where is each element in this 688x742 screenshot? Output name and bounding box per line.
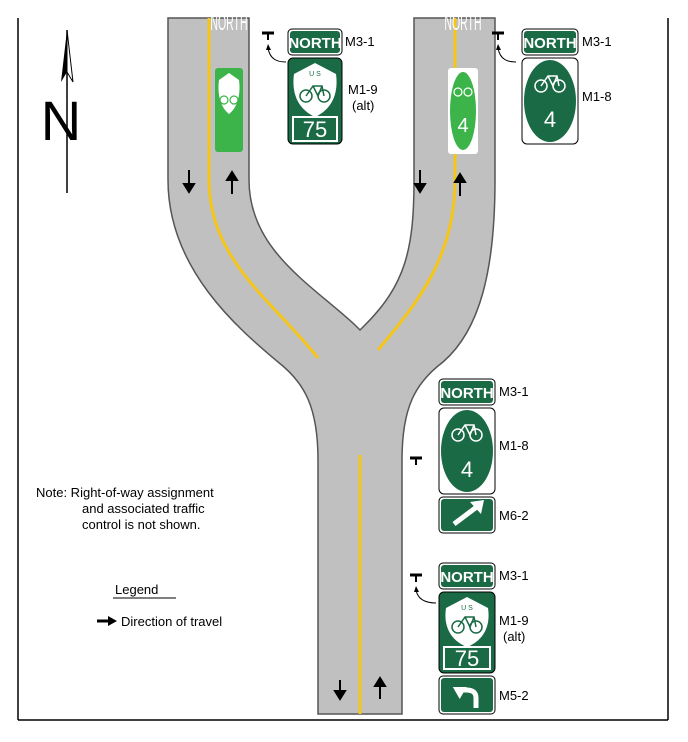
note-line-2: and associated traffic: [82, 501, 205, 516]
note-line-3: control is not shown.: [82, 517, 201, 532]
sign-m3-1: NORTH: [287, 28, 343, 56]
sign-code-m5-2: M5-2: [499, 688, 529, 703]
sign-post-symbol: [410, 456, 422, 465]
north-letter: N: [41, 89, 81, 152]
sign-post-symbol: [410, 573, 437, 604]
sign-m1-8: 4: [438, 407, 496, 495]
north-arrow: N: [41, 29, 81, 193]
sign-code-note: (alt): [352, 98, 374, 113]
sign-post-symbol: [492, 31, 517, 63]
sign-m1-9: U S 75: [287, 57, 343, 145]
sign-group-top-right: NORTH M3-1 4 M1-8: [492, 28, 612, 145]
pavement-word-left: NORTH: [210, 9, 247, 35]
road: NORTH 75 NORTH 4: [167, 9, 496, 715]
sign-m1-9: U S 75: [438, 591, 496, 674]
sign-code-m1-8: M1-8: [582, 89, 612, 104]
sign-m1-8: 4: [521, 57, 579, 145]
sign-code-m6-2: M6-2: [499, 508, 529, 523]
legend-item: Direction of travel: [121, 614, 222, 629]
sign-code-m3-1: M3-1: [582, 34, 612, 49]
sign-m1-9-us: U S: [461, 605, 473, 612]
road-surface: [167, 17, 496, 715]
sign-m6-2: [438, 496, 496, 534]
note: Note: Right-of-way assignment and associ…: [36, 485, 214, 532]
sign-code-m3-1: M3-1: [499, 384, 529, 399]
sign-m1-9-route: 75: [303, 117, 327, 142]
travel-arrows: [182, 170, 467, 701]
sign-m1-9-us: U S: [309, 71, 321, 78]
centerline-right-branch: [376, 18, 457, 351]
sign-group-top-left: NORTH M3-1 U S 75 M1-9 (alt): [262, 28, 378, 145]
sign-m3-1-text: NORTH: [440, 569, 493, 586]
sign-m1-8-route: 4: [544, 107, 556, 132]
sign-code-m1-8: M1-8: [499, 438, 529, 453]
sign-m1-8-route: 4: [461, 457, 473, 482]
sign-m3-1: NORTH: [438, 378, 496, 406]
pavement-route-right: 4: [457, 115, 468, 137]
sign-code-m3-1: M3-1: [499, 568, 529, 583]
sign-m5-2: [438, 675, 496, 715]
legend-arrow-icon: [97, 616, 117, 626]
sign-post-symbol: [262, 31, 287, 63]
legend: Legend Direction of travel: [97, 582, 222, 629]
sign-m1-9-route: 75: [455, 646, 479, 671]
pavement-word-right: NORTH: [444, 9, 481, 35]
legend-title: Legend: [115, 582, 158, 597]
sign-m3-1-text: NORTH: [288, 35, 341, 52]
pavement-route-left: 75: [221, 132, 237, 148]
sign-code-m3-1: M3-1: [345, 34, 375, 49]
centerline-left-branch: [207, 18, 320, 359]
sign-m3-1-text: NORTH: [440, 385, 493, 402]
sign-code-m1-9: M1-9: [499, 613, 529, 628]
sign-m3-1-text: NORTH: [523, 35, 576, 52]
sign-group-bottom-right: NORTH M3-1 U S 75 M1-9 (alt) M5-2: [410, 562, 529, 715]
note-line-1: Note: Right-of-way assignment: [36, 485, 214, 500]
sign-code-note: (alt): [503, 629, 525, 644]
sign-group-mid-right: NORTH M3-1 4 M1-8 M6-2: [410, 378, 529, 534]
sign-m3-1: NORTH: [438, 562, 496, 590]
sign-m3-1: NORTH: [521, 28, 579, 56]
sign-code-m1-9: M1-9: [348, 82, 378, 97]
